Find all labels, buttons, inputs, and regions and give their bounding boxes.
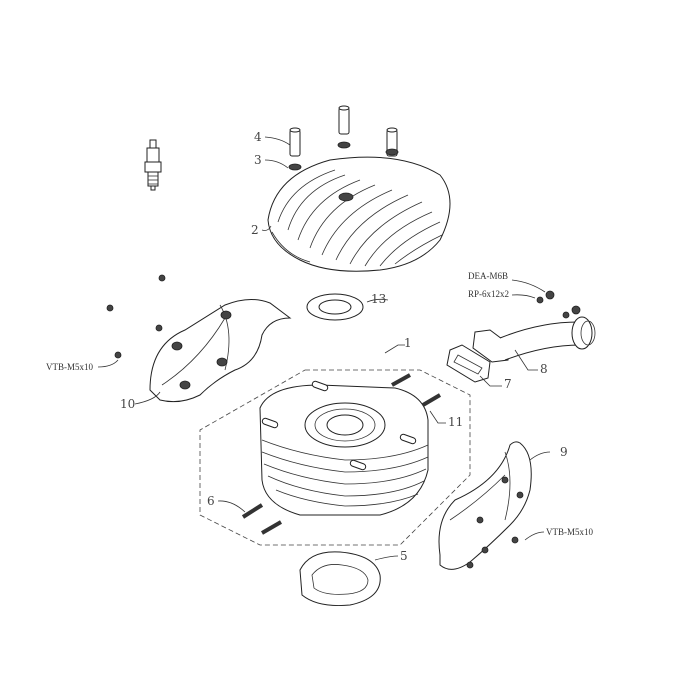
- callout-13: 13: [371, 292, 387, 306]
- callout-6: 6: [207, 494, 215, 508]
- base-gasket: [299, 551, 381, 606]
- callout-3: 3: [254, 153, 262, 167]
- code-screw-right: VTB-M5x10: [546, 527, 593, 537]
- right-cowling: [438, 441, 532, 570]
- exhaust-gasket: [446, 344, 491, 383]
- callout-1: 1: [404, 336, 412, 350]
- callout-4: 4: [254, 130, 262, 144]
- code-nut: DEA-M6B: [468, 271, 508, 281]
- callout-8: 8: [540, 362, 548, 376]
- screws-left: [106, 274, 166, 359]
- callout-5: 5: [400, 549, 408, 563]
- callout-11: 11: [448, 415, 464, 429]
- code-washer: RP-6x12x2: [468, 289, 510, 299]
- callout-9: 9: [560, 445, 568, 459]
- leader-lines: [97, 136, 551, 561]
- head-spacers: [288, 105, 399, 194]
- code-screw-left: VTB-M5x10: [46, 362, 93, 372]
- cylinder: [259, 380, 429, 516]
- head-gasket: [306, 293, 364, 321]
- callout-10: 10: [120, 397, 136, 411]
- callout-7: 7: [504, 377, 512, 391]
- exhaust-manifold: [472, 290, 596, 363]
- spark-plug: [144, 139, 162, 191]
- cylinder-head: [267, 156, 451, 272]
- left-cowling: [149, 299, 292, 403]
- studs-11: [391, 373, 442, 407]
- studs-6: [241, 503, 283, 535]
- callout-2: 2: [251, 223, 259, 237]
